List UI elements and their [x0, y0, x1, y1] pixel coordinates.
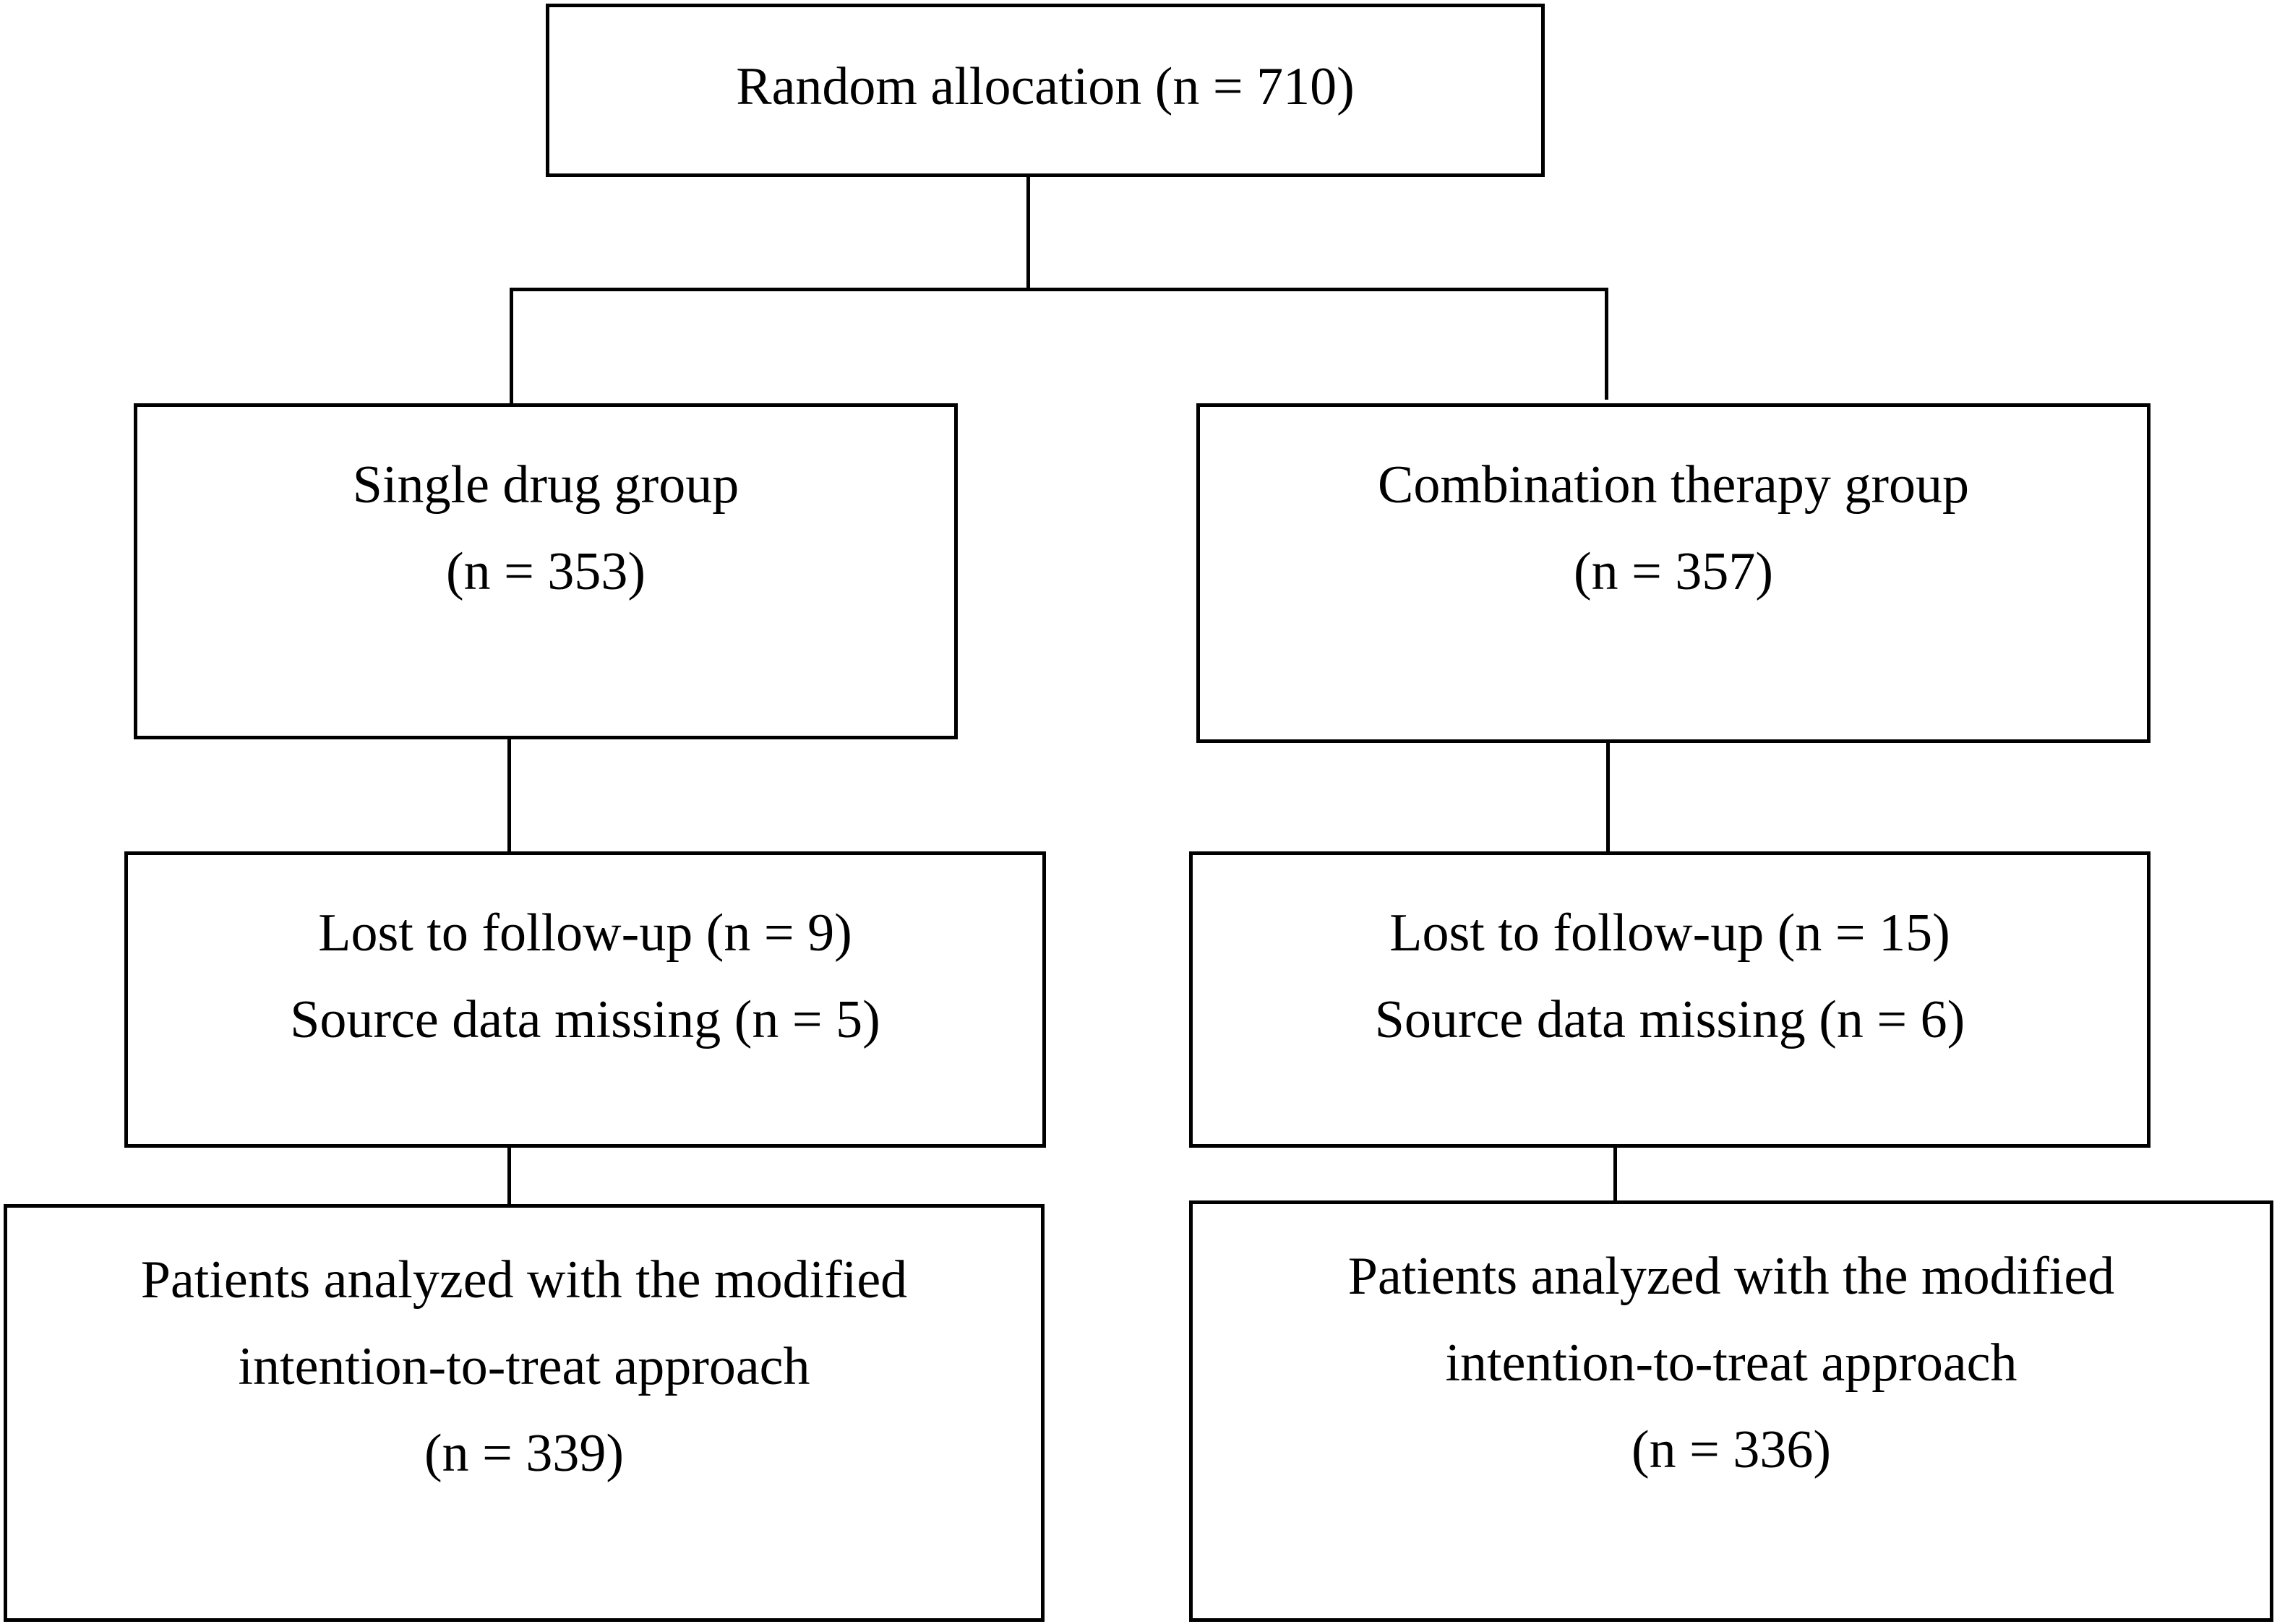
connector-root-down: [1026, 177, 1030, 289]
combination-therapy-group-count: (n = 357): [1573, 542, 1774, 601]
combination-therapy-source-data-missing: Source data missing (n = 6): [1374, 990, 1965, 1049]
single-drug-lost-to-follow-up: Lost to follow-up (n = 9): [318, 903, 852, 963]
single-drug-group-title: Single drug group: [352, 455, 739, 515]
connector-branch-right: [1605, 288, 1608, 400]
combination-therapy-lost-to-follow-up: Lost to follow-up (n = 15): [1389, 903, 1950, 963]
connector-left-excluded-to-analyzed: [507, 1148, 511, 1206]
single-drug-group-box: Single drug group (n = 353): [134, 403, 958, 739]
random-allocation-label: Random allocation (n = 710): [736, 57, 1355, 116]
single-drug-analyzed-line1: Patients analyzed with the modified: [140, 1250, 908, 1310]
single-drug-analyzed-line2: intention-to-treat approach: [238, 1337, 810, 1396]
combination-therapy-analyzed-line1: Patients analyzed with the modified: [1347, 1247, 2115, 1306]
single-drug-analyzed-box: Patients analyzed with the modified inte…: [4, 1204, 1045, 1622]
combination-therapy-group-box: Combination therapy group (n = 357): [1196, 403, 2150, 743]
combination-therapy-group-title: Combination therapy group: [1378, 455, 1969, 515]
single-drug-analyzed-count: (n = 339): [424, 1424, 625, 1483]
single-drug-group-count: (n = 353): [445, 542, 646, 601]
single-drug-excluded-box: Lost to follow-up (n = 9) Source data mi…: [124, 851, 1046, 1148]
combination-therapy-analyzed-box: Patients analyzed with the modified inte…: [1189, 1200, 2273, 1622]
connector-branch-horizontal: [510, 288, 1608, 291]
connector-branch-left: [510, 288, 513, 405]
combination-therapy-analyzed-line2: intention-to-treat approach: [1445, 1333, 2017, 1393]
connector-right-group-to-excluded: [1606, 743, 1610, 853]
combination-therapy-excluded-box: Lost to follow-up (n = 15) Source data m…: [1189, 851, 2150, 1148]
single-drug-source-data-missing: Source data missing (n = 5): [290, 990, 880, 1049]
combination-therapy-analyzed-count: (n = 336): [1631, 1420, 1832, 1479]
random-allocation-box: Random allocation (n = 710): [546, 4, 1545, 177]
connector-left-group-to-excluded: [507, 739, 511, 853]
connector-right-excluded-to-analyzed: [1613, 1148, 1617, 1202]
